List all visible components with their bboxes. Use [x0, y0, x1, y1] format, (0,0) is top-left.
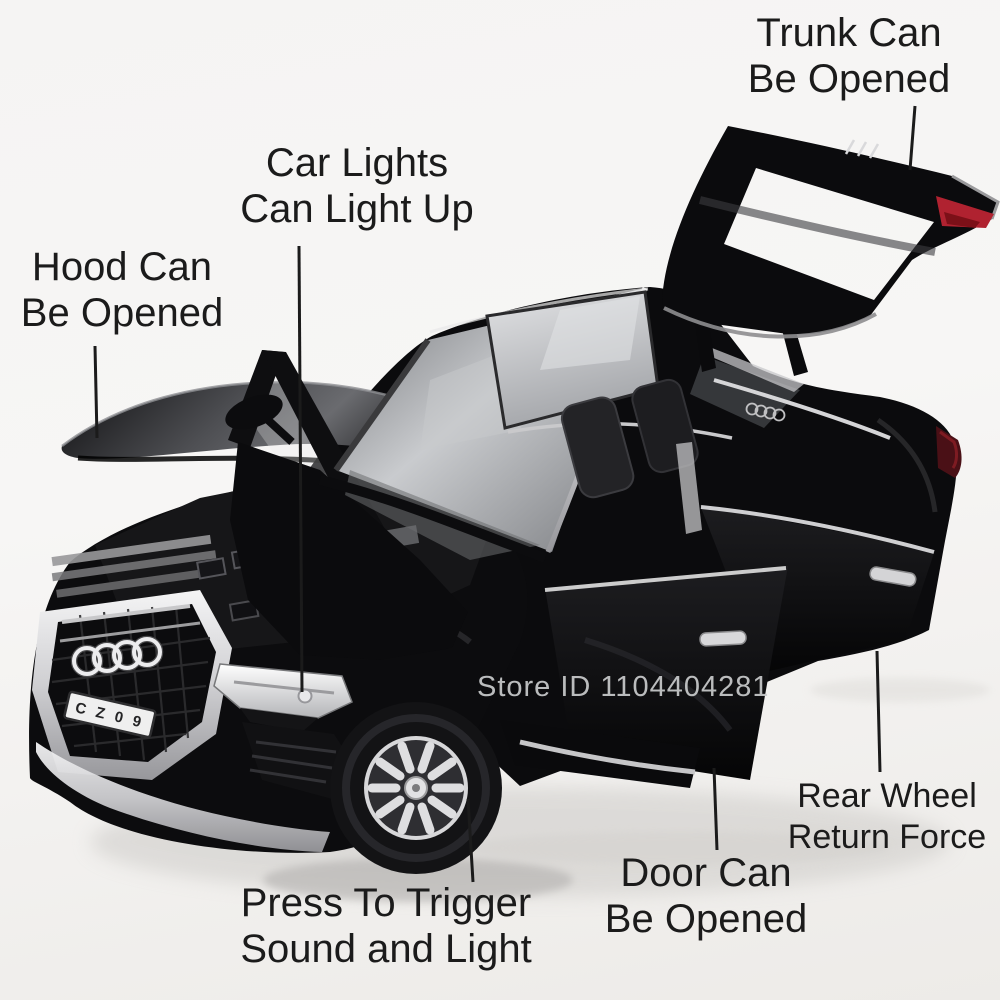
store-id-watermark: Store ID 1104404281: [477, 671, 770, 703]
sound-callout-line1: Press To Trigger: [240, 881, 532, 925]
hood-callout-line2: Be Opened: [20, 291, 224, 336]
car-lights-pointer-line: [297, 245, 304, 693]
front-door-open: [544, 566, 788, 780]
rear-window-audi-rings-decal: [745, 402, 786, 422]
door-callout-line2: Be Opened: [604, 897, 808, 942]
hood-pointer-line: [93, 345, 99, 439]
rear-wheel-callout-line2: Return Force: [787, 817, 987, 856]
rear-wheel-callout-line1: Rear Wheel: [797, 777, 977, 815]
trunk-pointer-line: [908, 105, 917, 171]
trunk-callout: Trunk Can Be Opened: [748, 10, 950, 103]
rear-door-handle: [869, 566, 917, 587]
car-lights-callout-line1: Car Lights: [265, 141, 449, 185]
trunk-callout-line1: Trunk Can: [756, 11, 942, 55]
front-bumper-chrome-lip: [36, 742, 330, 852]
door-callout: Door Can Be Opened: [605, 850, 807, 943]
front-door-handle: [699, 630, 747, 647]
front-bumper-vents: [242, 722, 352, 800]
driver-door-open: [225, 350, 468, 660]
trunk-callout-line2: Be Opened: [747, 57, 951, 102]
rear-quarter: [690, 348, 962, 478]
hood-callout-line1: Hood Can: [31, 245, 213, 289]
sound-pointer-line: [466, 798, 475, 883]
tailgate-vent-marks: [844, 139, 880, 159]
sill-chrome-trim: [519, 739, 696, 775]
beltline-chrome-trim: [713, 378, 891, 440]
wheel-spokes: [367, 741, 465, 835]
interior-seats: [560, 378, 702, 534]
hood-callout: Hood Can Be Opened: [21, 244, 223, 337]
car-lights-callout-line2: Can Light Up: [240, 187, 474, 232]
side-mirror: [225, 394, 295, 445]
front-wheel: [330, 702, 502, 874]
door-pointer-line: [712, 767, 719, 851]
car-roof: [485, 290, 733, 440]
rocker-sill: [500, 720, 700, 788]
tailgate-open: [662, 126, 1000, 339]
audi-rings-logo: [70, 635, 164, 678]
rear-wheel-pointer-line: [875, 650, 882, 773]
headlight: [213, 663, 353, 732]
door-callout-line1: Door Can: [620, 851, 792, 895]
pointer-lines: [93, 105, 917, 883]
sound-callout-line2: Sound and Light: [240, 927, 532, 972]
car-lights-callout: Car Lights Can Light Up: [240, 140, 473, 233]
b-pillar-chrome: [676, 442, 702, 534]
rear-wheel-callout: Rear Wheel Return Force: [788, 776, 986, 858]
front-fascia: C Z 0 9: [32, 590, 353, 852]
sound-callout: Press To Trigger Sound and Light: [240, 880, 531, 973]
